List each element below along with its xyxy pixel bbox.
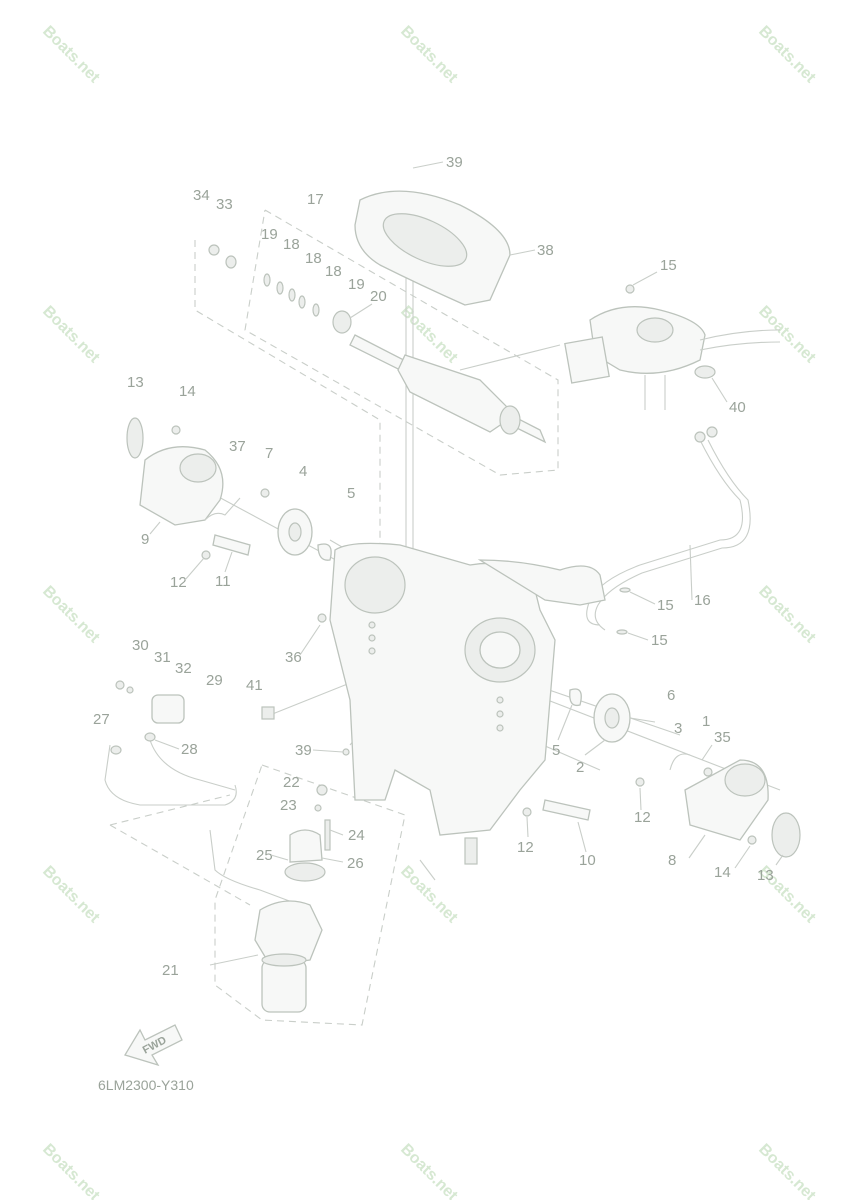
callout-18: 18	[325, 263, 342, 280]
callout-20: 20	[370, 288, 387, 305]
watermark: Boats.net	[755, 583, 819, 647]
callout-19: 19	[261, 226, 278, 243]
group-outlines	[109, 209, 559, 1026]
hoses	[104, 613, 350, 906]
callout-19: 19	[348, 276, 365, 293]
callout-37: 37	[229, 438, 246, 455]
callout-5: 5	[347, 485, 355, 502]
callout-39: 39	[446, 154, 463, 171]
watermark: Boats.net	[755, 1141, 819, 1200]
callout-16: 16	[694, 592, 711, 609]
callout-32: 32	[175, 660, 192, 677]
cap-13	[126, 417, 144, 459]
callout-31: 31	[154, 649, 171, 666]
callout-13: 13	[127, 374, 144, 391]
fwd-arrow: FWD	[124, 1024, 183, 1067]
shaft-leader	[194, 240, 381, 600]
callout-29: 29	[206, 672, 223, 689]
steering-arm	[564, 284, 781, 384]
hose-leader-2	[109, 824, 251, 906]
steering-shaft-group	[244, 209, 559, 476]
steering-cover	[354, 190, 511, 306]
callout-21: 21	[162, 962, 179, 979]
callout-13: 13	[757, 867, 774, 884]
label-leaders	[149, 161, 784, 966]
callout-8: 8	[668, 852, 676, 869]
callout-12: 12	[170, 574, 187, 591]
clip-5	[317, 543, 332, 561]
callout-3: 3	[674, 720, 682, 737]
callout-33: 33	[216, 196, 233, 213]
callout-30: 30	[132, 637, 149, 654]
callout-17: 17	[307, 191, 324, 208]
callout-23: 23	[280, 797, 297, 814]
callout-25: 25	[256, 847, 273, 864]
watermark: Boats.net	[397, 23, 461, 87]
part-41	[261, 706, 275, 720]
callout-18: 18	[283, 236, 300, 253]
callout-15: 15	[660, 257, 677, 274]
callout-35: 35	[714, 729, 731, 746]
callout-9: 9	[141, 531, 149, 548]
watermark: Boats.net	[39, 1141, 103, 1200]
callout-4: 4	[299, 463, 307, 480]
callout-41: 41	[246, 677, 263, 694]
trim-motor	[254, 784, 331, 1013]
callout-14: 14	[714, 864, 731, 881]
callout-24: 24	[348, 827, 365, 844]
steering-shaft	[208, 244, 547, 444]
callout-7: 7	[265, 445, 273, 462]
callout-11: 11	[215, 573, 231, 590]
callout-40: 40	[729, 399, 746, 416]
cap-13b	[771, 812, 801, 858]
watermark: Boats.net	[39, 583, 103, 647]
callout-18: 18	[305, 250, 322, 267]
callout-27: 27	[93, 711, 110, 728]
callout-6: 6	[667, 687, 675, 704]
callout-15: 15	[657, 597, 674, 614]
callout-36: 36	[285, 649, 302, 666]
watermark: Boats.net	[755, 23, 819, 87]
watermark: Boats.net	[397, 1141, 461, 1200]
callout-34: 34	[193, 187, 210, 204]
hose-leader	[109, 794, 231, 826]
callout-1: 1	[702, 713, 710, 730]
swivel-bracket	[329, 542, 606, 865]
callout-10: 10	[579, 852, 596, 869]
wire-harness	[586, 426, 751, 635]
callout-15: 15	[651, 632, 668, 649]
callout-26: 26	[347, 855, 364, 872]
watermark: Boats.net	[755, 303, 819, 367]
left-trim-sensor	[126, 417, 332, 561]
callout-14: 14	[179, 383, 196, 400]
callout-12: 12	[634, 809, 651, 826]
watermark: Boats.net	[39, 303, 103, 367]
callout-5: 5	[552, 742, 560, 759]
callout-2: 2	[576, 759, 584, 776]
trim-motor-group	[214, 764, 406, 1026]
watermark: Boats.net	[39, 863, 103, 927]
clip-5b	[569, 688, 582, 707]
block-29	[151, 694, 185, 724]
bracket-10	[542, 799, 591, 821]
callout-labels: 1 2 3 4 5 5 6 7 8 9 10 11 12 12 12 13 13…	[93, 154, 774, 979]
callout-38: 38	[537, 242, 554, 259]
drawing-code: 6LM2300-Y310	[98, 1077, 194, 1093]
callout-12: 12	[517, 839, 534, 856]
callout-28: 28	[181, 741, 198, 758]
right-trim-sensor	[522, 688, 801, 858]
callout-39: 39	[295, 742, 312, 759]
callout-22: 22	[283, 774, 300, 791]
watermark: Boats.net	[39, 23, 103, 87]
